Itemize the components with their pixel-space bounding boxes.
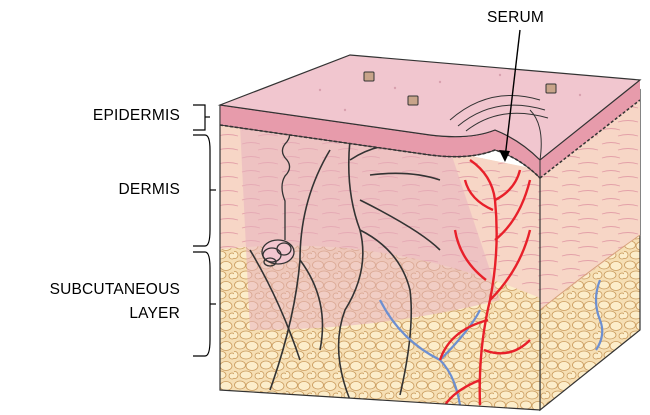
label-brackets <box>193 105 216 356</box>
